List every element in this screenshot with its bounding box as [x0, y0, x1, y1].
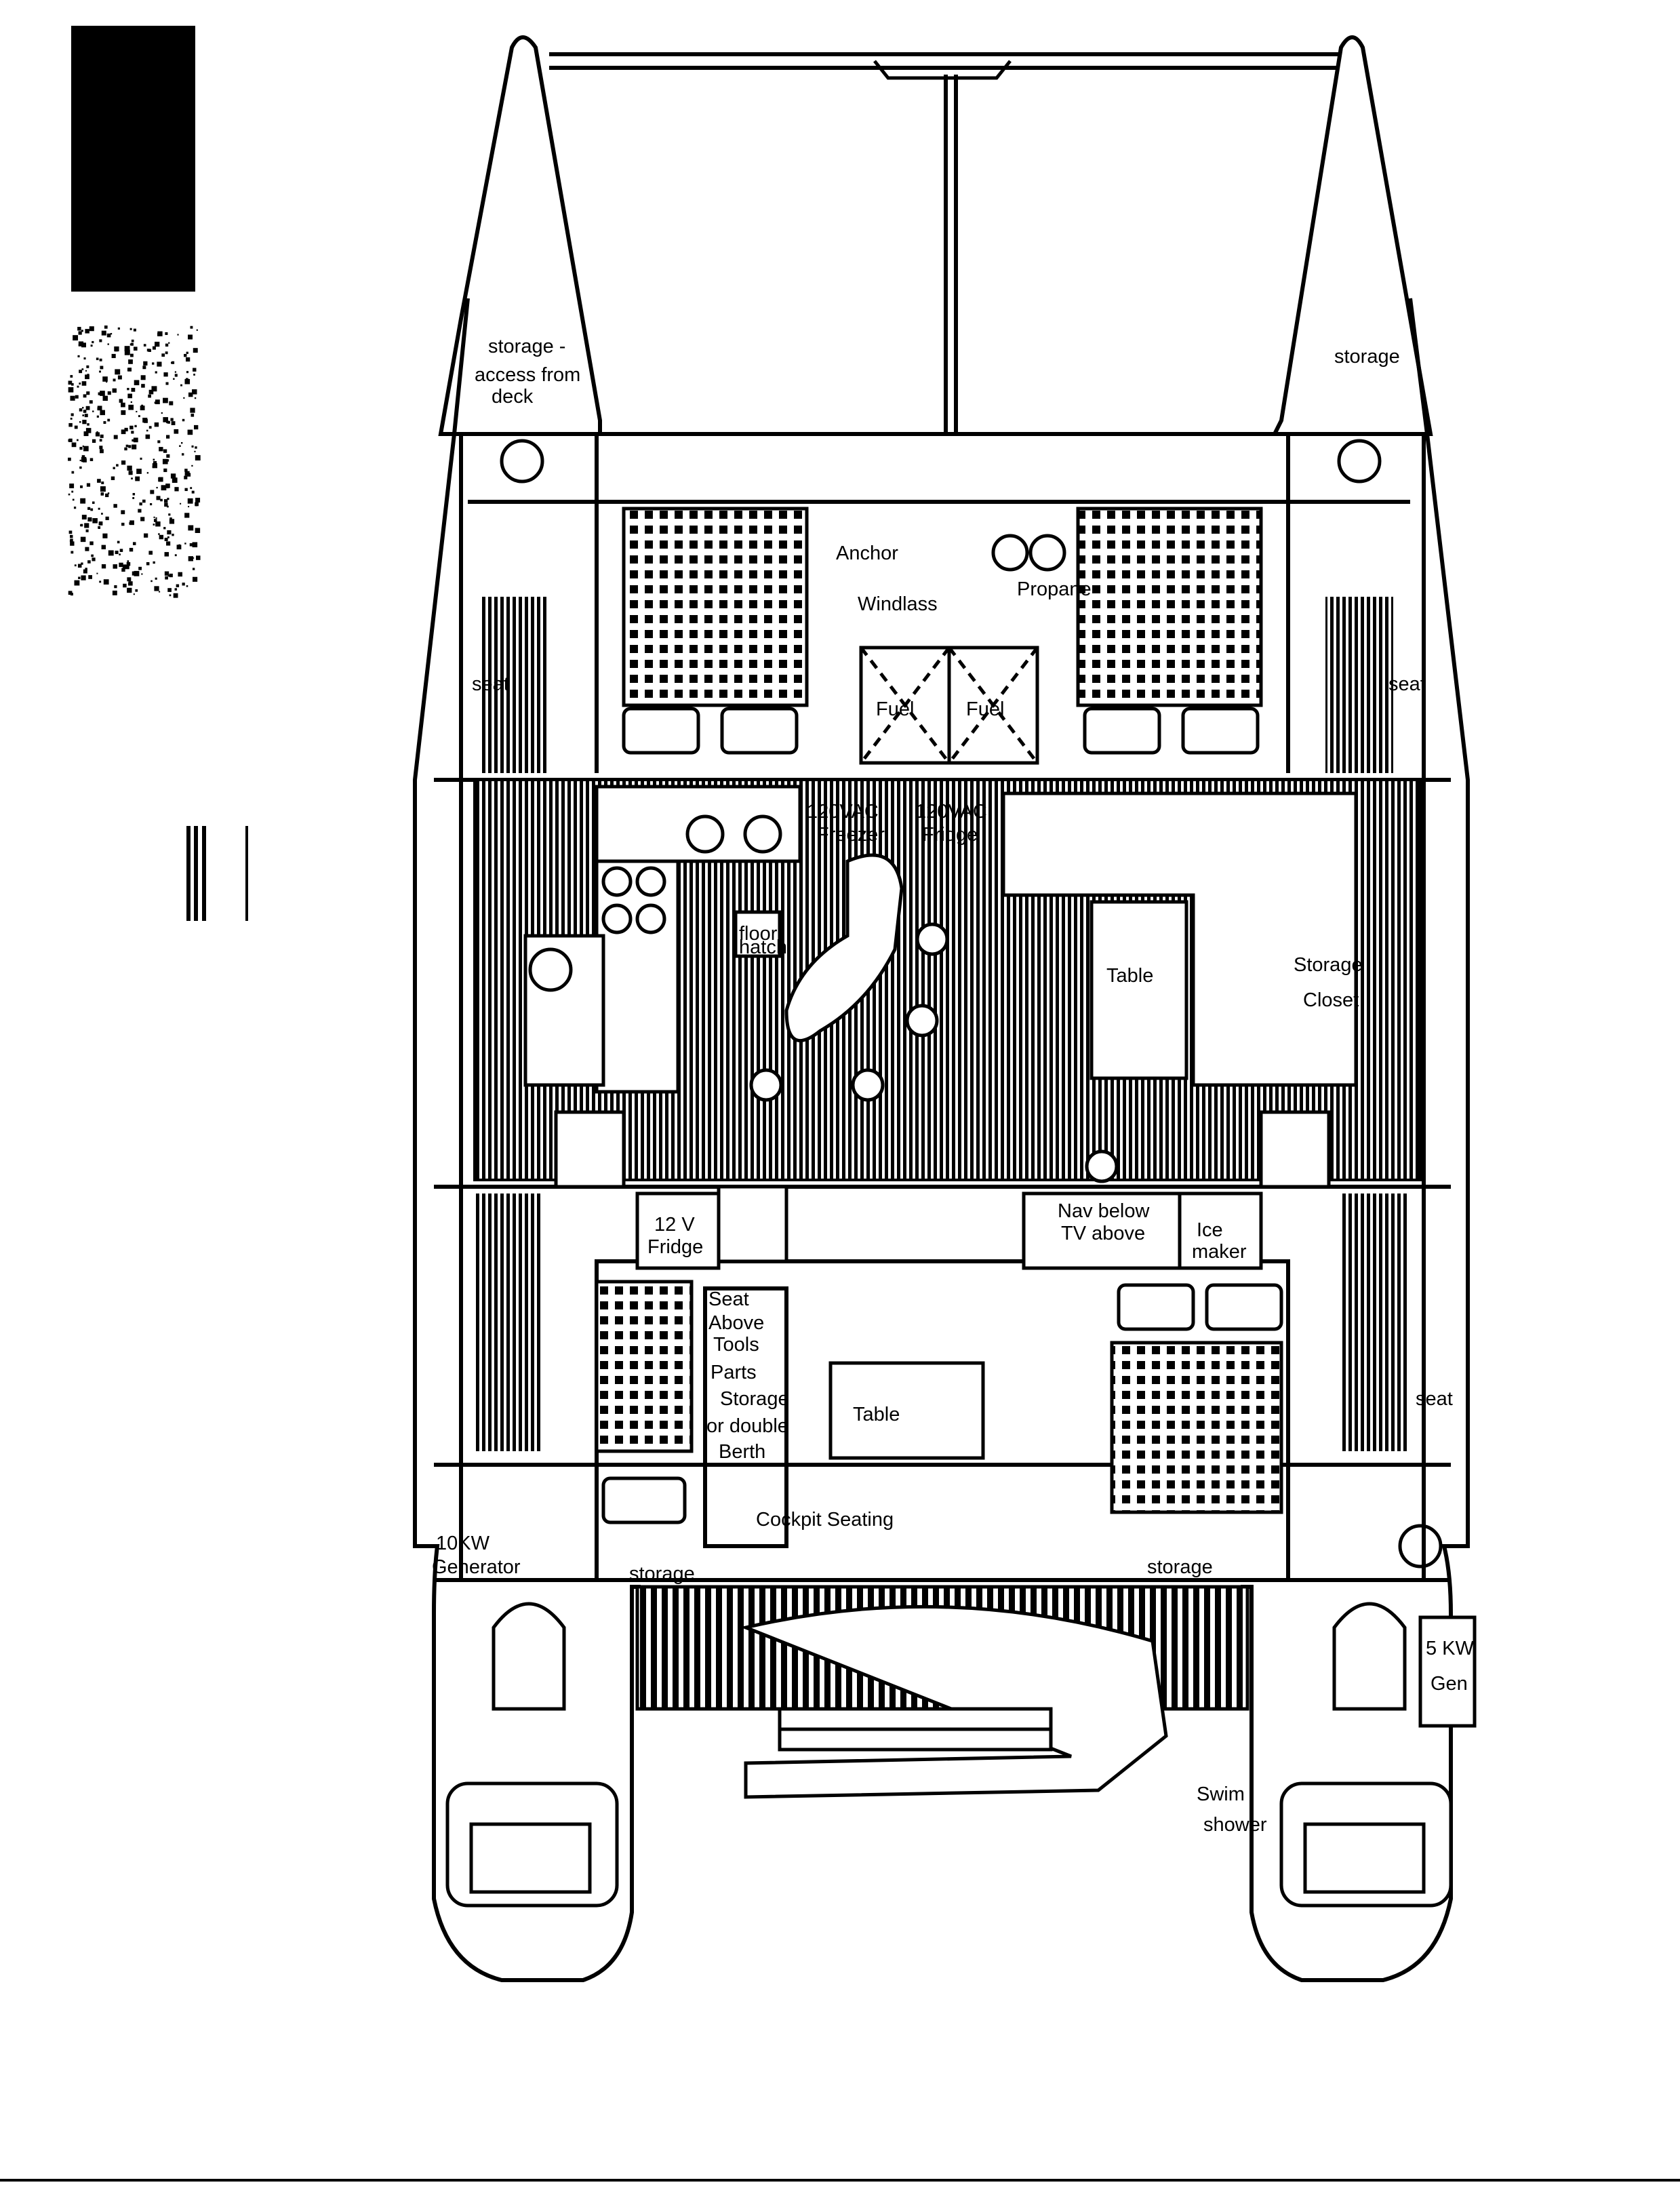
engine-hatches [445, 1602, 1453, 1908]
salon-fixtures [523, 785, 1358, 1270]
label-propane: Propane [1017, 578, 1092, 600]
label-floor-hatch-2: hatch [739, 936, 787, 958]
label-fuel-port: Fuel [876, 698, 914, 720]
label-ice-maker-2: maker [1192, 1241, 1247, 1263]
label-ice-maker-1: Ice [1197, 1219, 1223, 1241]
label-seat-above-2: Above [708, 1312, 764, 1334]
speckle-noise [68, 326, 201, 598]
label-seat-above-1: Seat [708, 1288, 749, 1310]
generator-5kw-box [1418, 1615, 1477, 1728]
pillows [601, 707, 1283, 1524]
aft-platform [635, 1585, 1249, 1799]
label-fuel-stbd: Fuel [966, 698, 1004, 720]
label-seat-above-7: Berth [719, 1441, 765, 1463]
label-storage-port-bow-1: storage - [488, 336, 565, 357]
label-generator-10kw-2: Generator [432, 1556, 521, 1578]
scan-artifacts [0, 26, 1680, 2182]
label-nav-tv-2: TV above [1061, 1223, 1145, 1244]
label-generator-5kw-1: 5 KW [1426, 1638, 1475, 1659]
label-12v-fridge-2: Fridge [647, 1236, 703, 1258]
label-fridge-1: 120VAC [915, 801, 987, 823]
label-storage-port-bow-3: deck [492, 386, 534, 408]
label-anchor: Anchor [836, 543, 898, 564]
label-storage-closet-1: Storage [1294, 954, 1363, 976]
berths [595, 507, 1283, 1514]
label-12v-fridge-1: 12 V [654, 1214, 695, 1236]
label-fridge-2: Fridge [922, 824, 978, 846]
label-seat-port-fwd: seat [472, 673, 509, 695]
label-nav-tv-1: Nav below [1058, 1200, 1150, 1222]
labels: storage - access from deck storage Ancho… [432, 336, 1477, 1836]
fuel-tanks [859, 534, 1066, 765]
label-storage-port-bow-2: access from [475, 364, 580, 386]
label-cockpit-seating: Cockpit Seating [756, 1509, 894, 1531]
cockpit-table [828, 1361, 985, 1460]
label-seat-above-5: Storage [720, 1388, 789, 1410]
label-generator-10kw-1: 10KW [436, 1533, 490, 1554]
label-storage-closet-2: Closet [1303, 989, 1359, 1011]
label-seat-above-6: or double [706, 1415, 788, 1437]
label-generator-5kw-2: Gen [1431, 1673, 1468, 1695]
label-freezer-2: Freezer [817, 824, 885, 846]
label-freezer-1: 120VAC [807, 801, 879, 823]
label-windlass: Windlass [858, 593, 938, 615]
label-swim-shower-2: shower [1203, 1814, 1267, 1836]
heads [500, 439, 1443, 1569]
label-seat-stbd-fwd: seat [1388, 673, 1426, 695]
label-seat-above-4: Parts [711, 1362, 757, 1383]
label-storage-stbd-aft: storage [1147, 1556, 1213, 1578]
salon-stools [601, 814, 1119, 1183]
label-cockpit-table: Table [853, 1404, 900, 1425]
label-floor-hatch-1: floor [739, 923, 778, 945]
label-seat-above-3: Tools [713, 1334, 759, 1356]
label-storage-stbd-bow: storage [1334, 346, 1400, 368]
label-storage-port-aft: storage [629, 1563, 695, 1585]
label-swim-shower-1: Swim [1197, 1783, 1245, 1805]
label-salon-table: Table [1106, 965, 1153, 987]
label-seat-stbd-aft: seat [1416, 1388, 1453, 1410]
